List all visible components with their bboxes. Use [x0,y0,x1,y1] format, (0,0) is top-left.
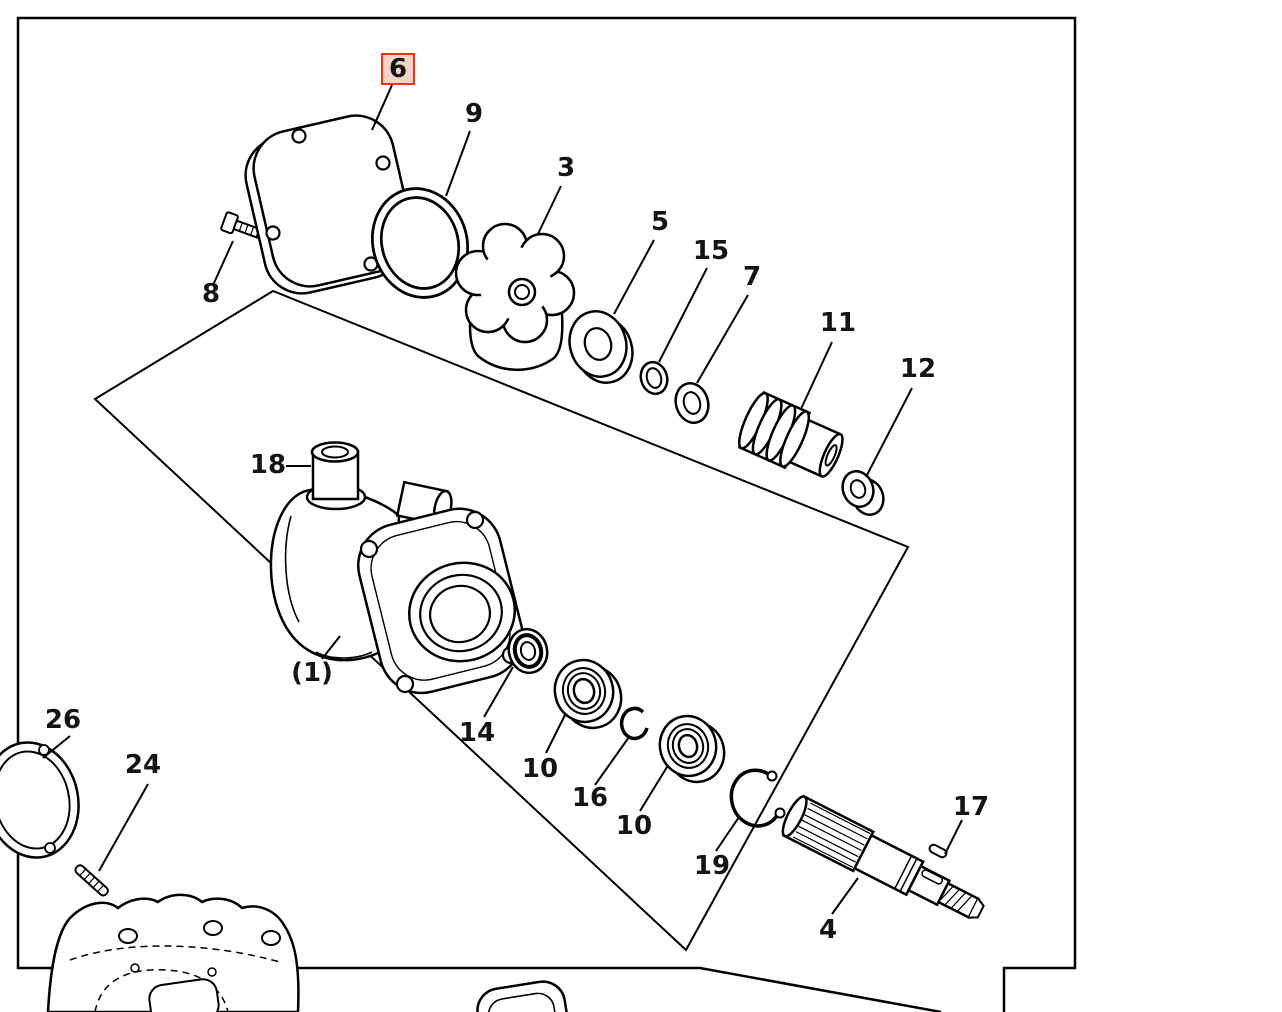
keyway [921,869,944,885]
part-label-1[interactable]: (1) [291,658,333,688]
part-label-4[interactable]: 4 [818,915,838,945]
part-label-15[interactable]: 15 [692,236,730,266]
ball-bearing-rear [658,714,726,784]
shaft-key [928,843,948,859]
inlet-fitting [305,441,367,511]
leader-lines [42,84,963,915]
part-label-10-front[interactable]: 10 [521,754,559,784]
snap-ring [619,706,649,741]
impeller [454,222,576,371]
bolt [220,211,266,240]
part-label-19[interactable]: 19 [693,851,731,881]
part-label-26[interactable]: 26 [44,705,82,735]
housing-body [269,487,401,662]
part-label-18[interactable]: 18 [249,450,287,480]
part-label-16[interactable]: 16 [571,783,609,813]
plane-outline [93,289,910,952]
part-label-8[interactable]: 8 [201,279,221,309]
o-ring [370,187,470,299]
bolt-hole [291,128,307,144]
part-label-24[interactable]: 24 [124,750,162,780]
gasket [0,741,80,859]
bolt-hole [375,155,391,171]
spring-washer [639,360,669,396]
part-label-9[interactable]: 9 [464,99,484,129]
bolt-hole [265,225,281,241]
part-label-17[interactable]: 17 [952,792,990,822]
ball-bearing-front [553,658,623,730]
washer [674,382,710,424]
flange-hole [465,510,485,530]
part-label-7[interactable]: 7 [742,262,762,292]
part-label-3[interactable]: 3 [556,153,576,183]
part-label-12[interactable]: 12 [899,354,937,384]
drive-shaft [781,794,985,920]
stud [74,864,109,897]
clipped-cover [476,980,568,1012]
flange-hole [395,674,415,694]
lower-housing [46,893,300,1012]
pump-housing [269,441,524,695]
diagram-border [16,16,1077,1012]
part-label-5[interactable]: 5 [650,207,670,237]
seal-washer [568,310,634,384]
circlip [729,768,786,828]
mechanical-seal [737,390,844,478]
oil-seal [507,627,549,675]
part-label-14[interactable]: 14 [458,718,496,748]
part-label-6-selected[interactable]: 6 [380,53,416,85]
flange-hole [359,539,379,559]
seal-ring [841,470,885,516]
part-label-11[interactable]: 11 [819,308,857,338]
part-label-10-rear[interactable]: 10 [615,811,653,841]
